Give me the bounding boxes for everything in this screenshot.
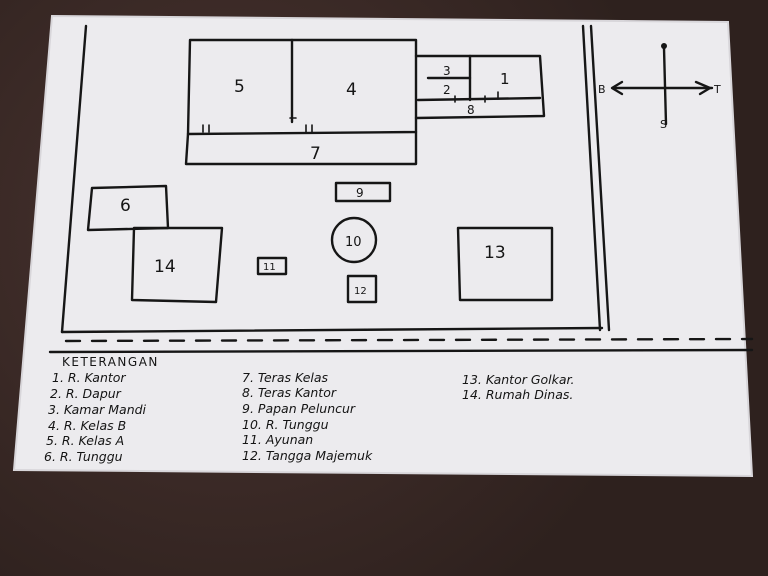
road-dashed-line — [64, 337, 754, 343]
room-label-4: 4 — [346, 80, 357, 100]
legend-item: 10. R. Tunggu — [242, 417, 329, 432]
legend-column-1: 1. R. Kantor 2. R. Dapur 3. Kamar Mandi … — [44, 370, 147, 464]
paper-shade — [12, 14, 754, 478]
room-label-7: 7 — [310, 144, 321, 164]
room-label-12: 12 — [354, 286, 367, 297]
door-mark-office — [454, 91, 499, 103]
slide-9-outline — [334, 181, 392, 203]
compass-west-label: B — [598, 83, 606, 96]
room-label-2: 2 — [443, 83, 451, 97]
legend-item: 14. Rumah Dinas. — [462, 387, 573, 402]
wall-2-8 — [416, 96, 542, 102]
compass-south-label: S — [660, 118, 667, 131]
room-label-3: 3 — [443, 64, 451, 78]
climbing-12-outline — [346, 274, 378, 304]
terrace-7-outline — [184, 130, 418, 166]
door-mark-5 — [202, 124, 210, 133]
office-block-outline — [414, 54, 546, 120]
room-label-14: 14 — [154, 257, 176, 277]
legend-column-3: 13. Kantor Golkar. 14. Rumah Dinas. — [462, 372, 575, 402]
room-label-11: 11 — [263, 262, 276, 273]
legend-title: KETERANGAN — [62, 355, 159, 369]
room-14-outline — [130, 226, 224, 304]
site-boundary-bottom — [60, 326, 604, 334]
legend-item: 3. Kamar Mandi — [48, 402, 147, 417]
legend-item: 11. Ayunan — [242, 432, 313, 447]
legend-item: 5. R. Kelas A — [46, 433, 124, 448]
legend-item: 12. Tangga Majemuk — [242, 448, 373, 463]
road-edge-bottom — [48, 348, 754, 354]
compass-east-label: T — [713, 83, 721, 96]
room-13-outline — [456, 226, 554, 302]
site-boundary-left — [60, 24, 88, 334]
legend-item: 2. R. Dapur — [50, 386, 122, 401]
legend-item: 1. R. Kantor — [52, 370, 126, 385]
compass-vertical-line — [662, 46, 668, 126]
door-mark-4 — [305, 124, 313, 133]
legend-item: 4. R. Kelas B — [48, 418, 126, 433]
road-edge-inner — [581, 24, 602, 332]
room-label-6: 6 — [120, 196, 131, 216]
compass-arrow-east-icon — [694, 80, 712, 96]
compass-rose: B T S — [598, 43, 721, 131]
legend-item: 8. Teras Kantor — [242, 385, 337, 400]
legend-item: 6. R. Tunggu — [44, 449, 123, 464]
compass-arrow-west-icon — [610, 80, 624, 96]
legend-item: 7. Teras Kelas — [242, 370, 329, 385]
road-edge-outer — [589, 24, 611, 332]
legend-item: 13. Kantor Golkar. — [462, 372, 575, 387]
legend-item: 9. Papan Peluncur — [242, 401, 356, 416]
swing-11-outline — [256, 256, 288, 276]
room-label-5: 5 — [234, 77, 245, 97]
room-label-8: 8 — [467, 103, 475, 117]
room-label-10: 10 — [345, 235, 362, 250]
room-label-13: 13 — [484, 243, 506, 263]
compass-north-dot-icon — [661, 43, 667, 49]
legend-column-2: 7. Teras Kelas 8. Teras Kantor 9. Papan … — [242, 370, 373, 463]
room-10-circle — [330, 216, 378, 264]
room-label-1: 1 — [500, 70, 510, 88]
room-label-9: 9 — [356, 186, 364, 200]
paper-sheet — [14, 16, 752, 476]
